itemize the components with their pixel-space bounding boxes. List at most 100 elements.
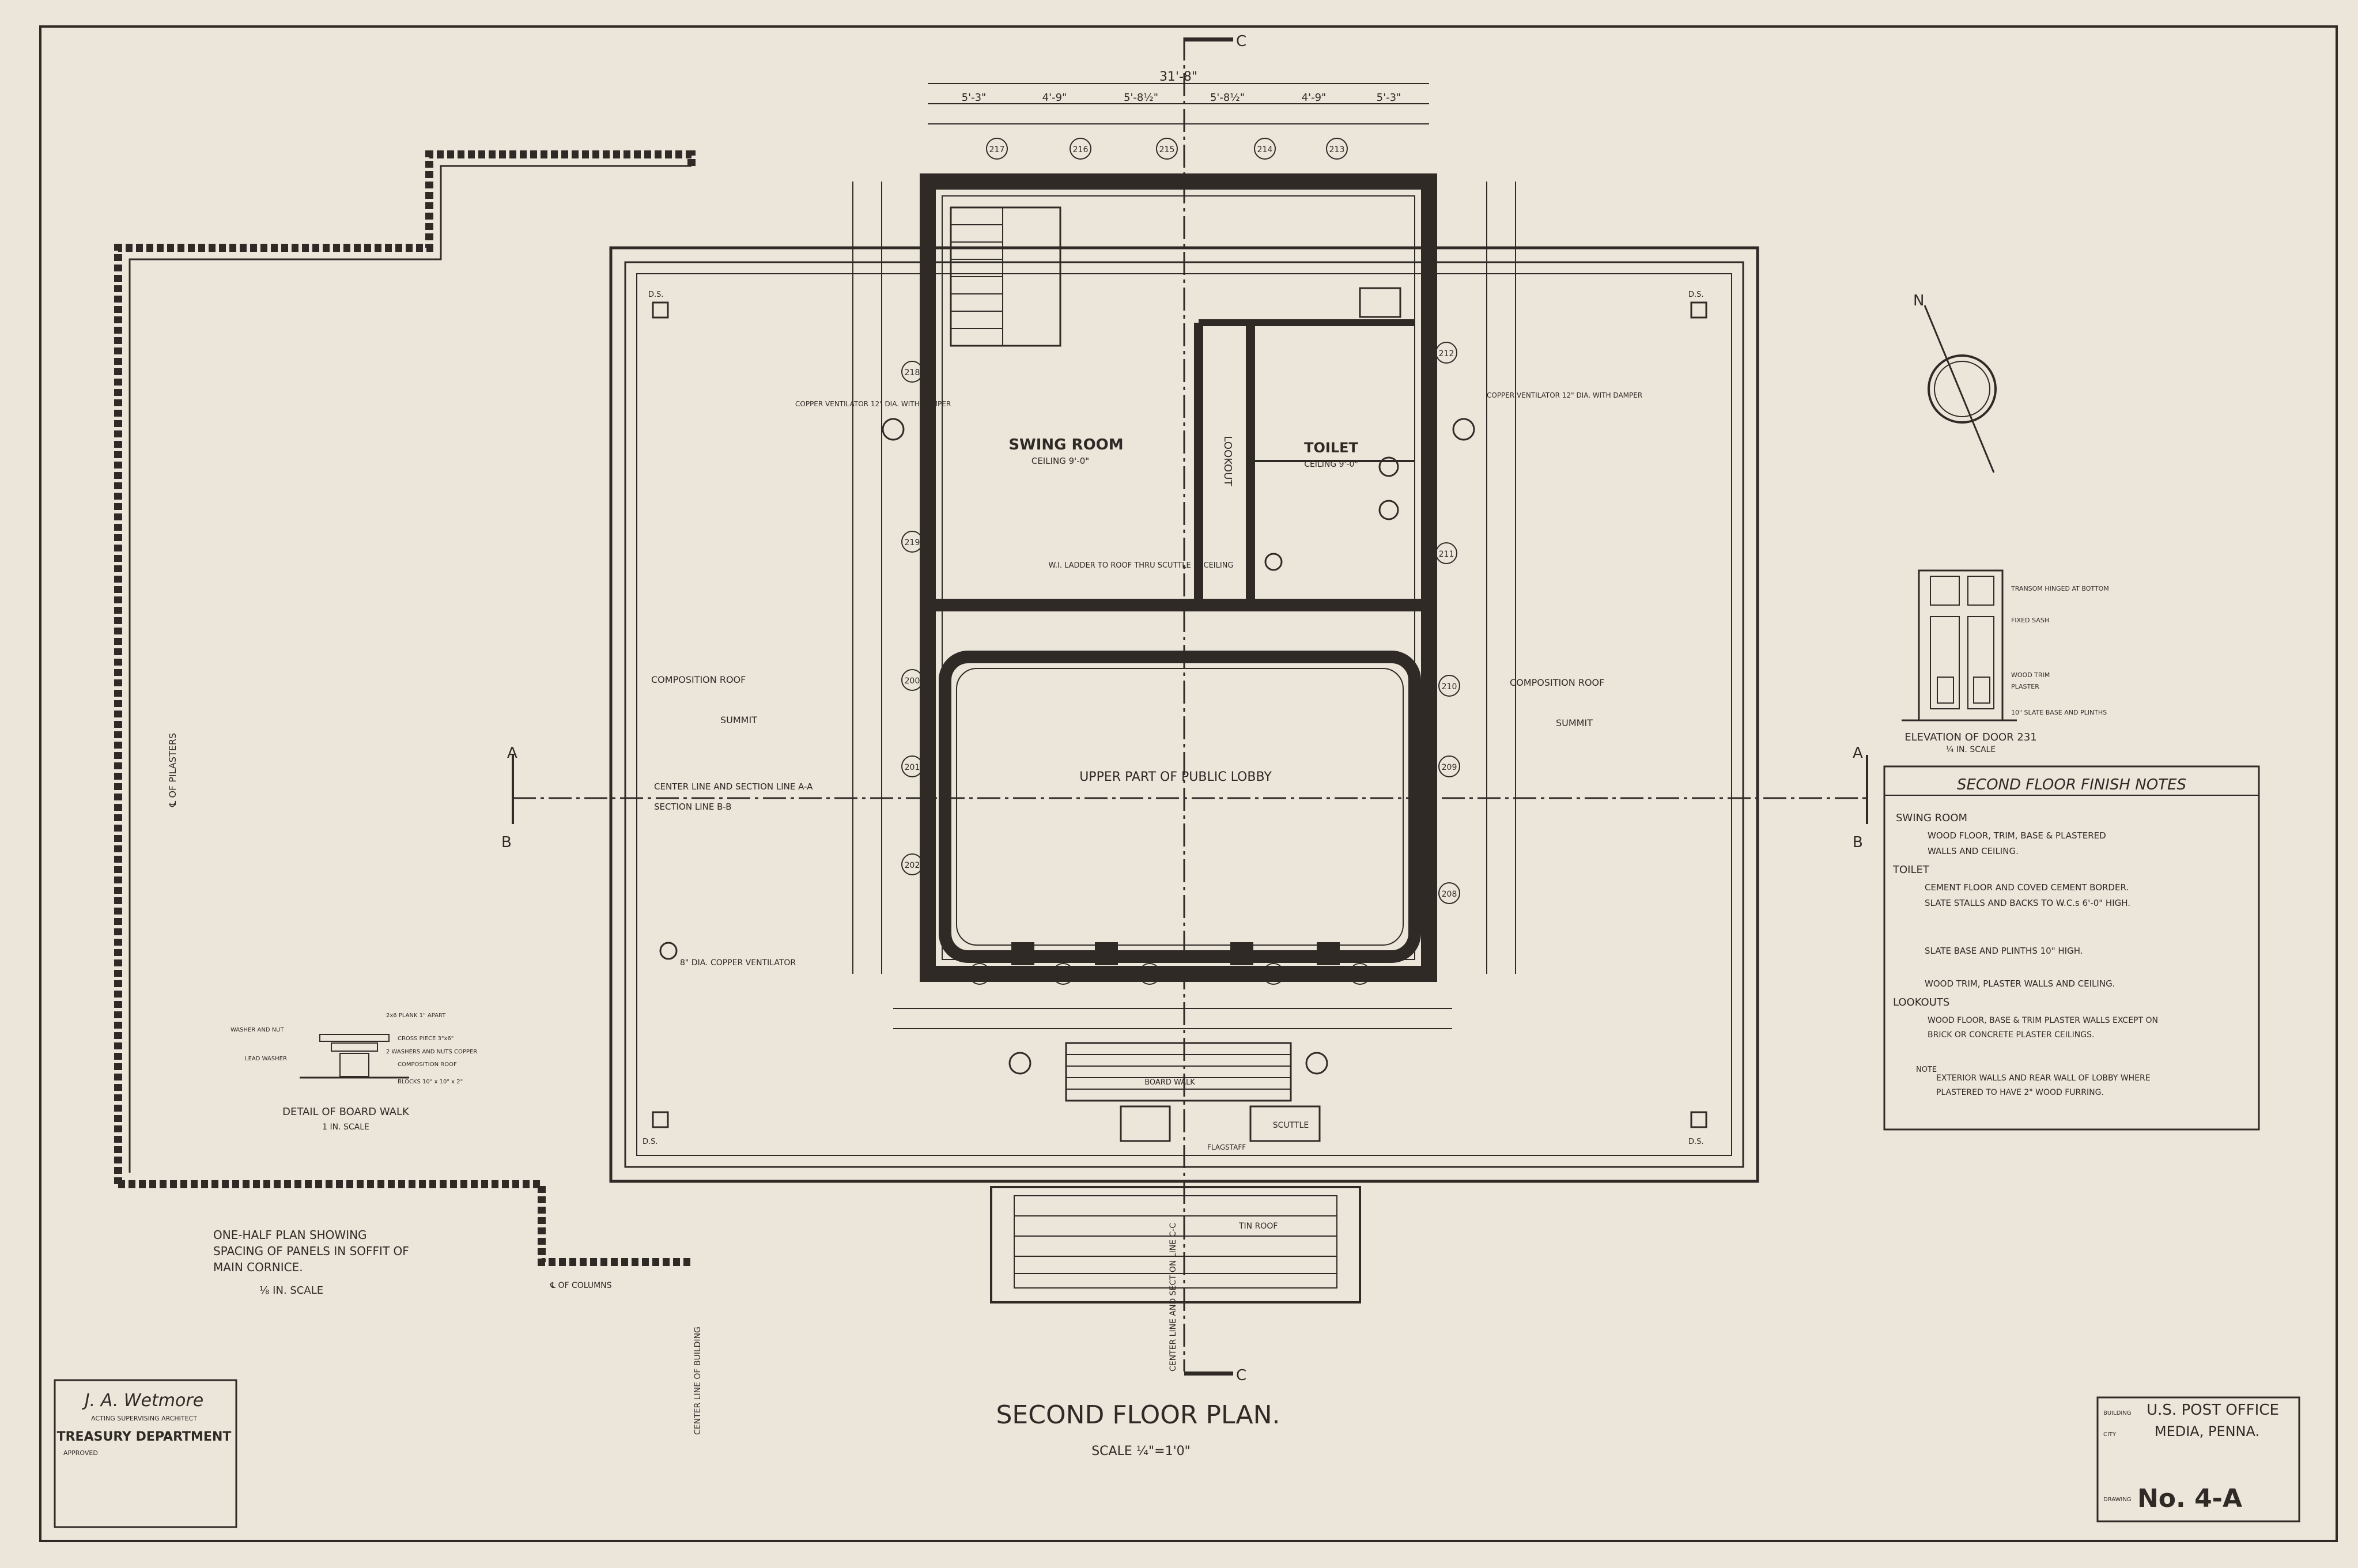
door-elevation-label: WOOD TRIM [2011, 671, 2050, 679]
board-walk-detail-scale: 1 IN. SCALE [322, 1123, 369, 1132]
window-tag: 206 [1266, 970, 1282, 980]
window-tags-left: 218 219 200 201 202 [901, 361, 923, 875]
room-label-lookout: LOOKOUT [1222, 436, 1234, 487]
ds-label-1: D.S. [648, 290, 664, 299]
north-label: N [1913, 292, 1924, 309]
ventilator-note-right: COPPER VENTILATOR 12" DIA. WITH DAMPER [1487, 391, 1642, 399]
title-block-city: MEDIA, PENNA. [2155, 1423, 2259, 1439]
board-walk-detail-label: WASHER AND NUT [230, 1027, 284, 1033]
door-elevation-label: TRANSOM HINGED AT BOTTOM [2011, 585, 2109, 592]
ventilator-8-note: 8" DIA. COPPER VENTILATOR [680, 958, 796, 968]
window-tag: 202 [905, 861, 920, 870]
ventilators [659, 418, 1475, 1075]
board-walk-detail-label: BLOCKS 10" x 10" x 2" [398, 1079, 463, 1085]
door-elevation-label: 10" SLATE BASE AND PLINTHS [2011, 709, 2107, 716]
half-plan-note-line1: ONE-HALF PLAN SHOWING [213, 1228, 367, 1242]
window-tag: 204 [1056, 970, 1071, 980]
board-walk-detail-title: DETAIL OF BOARD WALK [282, 1106, 410, 1118]
room-ceiling-swing: CEILING 9'-0" [1031, 456, 1089, 466]
room-label-toilet: TOILET [1304, 440, 1358, 456]
finish-toilet-4: WOOD TRIM, PLASTER WALLS AND CEILING. [1925, 978, 2115, 989]
approval-role: ACTING SUPERVISING ARCHITECT [91, 1415, 197, 1422]
dim-label: 5'-3" [962, 92, 987, 104]
window-tag: 209 [1442, 763, 1457, 772]
board-walk-detail-label: 2 WASHERS AND NUTS COPPER [386, 1049, 477, 1055]
half-plan-note-line2: SPACING OF PANELS IN SOFFIT OF [213, 1244, 409, 1258]
finish-toilet-3: SLATE BASE AND PLINTHS 10" HIGH. [1925, 946, 2083, 956]
finish-note-head: NOTE [1916, 1066, 1937, 1074]
title-block-frame [2096, 1396, 2300, 1522]
dimension-lines [852, 83, 1516, 1029]
section-mark-b-right: B [1853, 834, 1863, 851]
door-elevation-scale: ¼ IN. SCALE [1946, 745, 1996, 754]
dim-label: 5'-8½" [1210, 92, 1245, 104]
north-arrow-icon [1924, 305, 1997, 473]
pilasters-label: ℄ OF PILASTERS [167, 733, 178, 807]
window-tag: 218 [905, 368, 920, 377]
finish-swing-1: WOOD FLOOR, TRIM, BASE & PLASTERED [1928, 830, 2106, 841]
window-tag: 200 [905, 677, 920, 686]
title-block-building-label: BUILDING [2103, 1410, 2132, 1416]
finish-swing-head: SWING ROOM [1896, 812, 1967, 824]
finish-lookouts-2: BRICK OR CONCRETE PLASTER CEILINGS. [1928, 1030, 2094, 1040]
approval-frame [54, 1379, 237, 1528]
tin-roof-label: TIN ROOF [1238, 1222, 1278, 1231]
finish-toilet-2: SLATE STALLS AND BACKS TO W.C.s 6'-0" HI… [1925, 898, 2130, 908]
drawing-title: SECOND FLOOR PLAN. [996, 1400, 1280, 1430]
section-line-label: SECTION LINE B-B [654, 802, 732, 812]
approval-department: TREASURY DEPARTMENT [57, 1430, 232, 1444]
approval-approved: APPROVED [63, 1449, 98, 1457]
summit-left: SUMMIT [720, 715, 757, 726]
board-walk-detail-drawing [300, 1034, 409, 1079]
window-tag: 210 [1442, 682, 1457, 692]
dim-label: 4'-9" [1042, 92, 1067, 104]
drawing-scale: SCALE ¼"=1'0" [1091, 1444, 1191, 1459]
board-walk-detail-label: 2x6 PLANK 1" APART [386, 1012, 446, 1019]
center-line-section-label: CENTER LINE AND SECTION LINE C-C [1169, 1223, 1178, 1371]
room-label-swing-room: SWING ROOM [1008, 436, 1123, 454]
section-mark-c-top: C [1236, 33, 1246, 50]
window-tags-bottom: 203 204 205 206 207 [969, 963, 1371, 985]
board-walk-label: BOARD WALK [1144, 1078, 1195, 1087]
finish-lookouts-1: WOOD FLOOR, BASE & TRIM PLASTER WALLS EX… [1928, 1016, 2158, 1025]
section-mark-c-bottom: C [1236, 1367, 1246, 1384]
half-plan-soffit [114, 150, 696, 1266]
half-plan-note-line3: MAIN CORNICE. [213, 1260, 303, 1274]
board-walk-detail-label: CROSS PIECE 3"x6" [398, 1036, 454, 1042]
flagstaff-label: FLAGSTAFF [1207, 1143, 1246, 1151]
ds-label-4: D.S. [1688, 1138, 1704, 1146]
dim-label: 5'-3" [1377, 92, 1401, 104]
window-tags-top: 217 216 215 214 213 [986, 138, 1348, 160]
center-line-label: CENTER LINE AND SECTION LINE A-A [654, 781, 813, 792]
columns-label: ℄ OF COLUMNS [550, 1281, 612, 1290]
downspouts [652, 301, 1707, 1128]
building-walls [920, 173, 1437, 982]
section-mark-b-left: B [501, 834, 512, 851]
section-lines [512, 37, 1868, 1376]
window-tag: 214 [1257, 145, 1273, 154]
section-mark-a-left: A [507, 745, 517, 762]
summit-right: SUMMIT [1556, 717, 1593, 728]
finish-note-2: PLASTERED TO HAVE 2" WOOD FURRING. [1936, 1088, 2104, 1097]
window-tag: 216 [1073, 145, 1089, 154]
overall-dimension: 31'-8" [1159, 70, 1197, 84]
window-tag: 203 [972, 970, 988, 980]
finish-toilet-head: TOILET [1892, 864, 1930, 876]
window-tag: 219 [905, 538, 920, 547]
door-elevation-label: FIXED SASH [2011, 617, 2049, 624]
finish-lookouts-head: LOOKOUTS [1893, 996, 1949, 1008]
composition-roof-left: COMPOSITION ROOF [651, 674, 746, 685]
dim-label: 5'-8½" [1124, 92, 1158, 104]
finish-note-1: EXTERIOR WALLS AND REAR WALL OF LOBBY WH… [1936, 1074, 2151, 1083]
finish-notes-frame [1883, 765, 2260, 1131]
window-tags-right: 212 211 210 209 208 [1435, 342, 1460, 904]
portico [990, 1042, 1361, 1303]
top-dimension-labels: 5'-3" 4'-9" 5'-8½" 5'-8½" 4'-9" 5'-3" [962, 92, 1401, 104]
window-tag: 207 [1352, 970, 1368, 980]
approval-signature: J. A. Wetmore [82, 1391, 203, 1411]
window-tag: 213 [1329, 145, 1345, 154]
room-label-lobby: UPPER PART OF PUBLIC LOBBY [1079, 770, 1272, 784]
dim-label: 4'-9" [1302, 92, 1327, 104]
